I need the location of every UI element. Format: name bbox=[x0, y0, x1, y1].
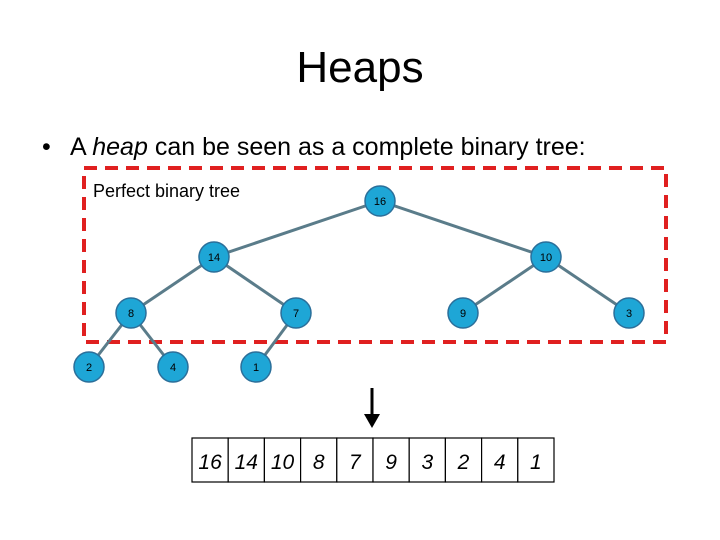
bullet-dot: • bbox=[42, 133, 51, 161]
bullet-prefix: A bbox=[70, 133, 93, 161]
array-cell-value: 10 bbox=[271, 451, 295, 474]
array-cell: 8 bbox=[300, 437, 338, 483]
tree-node: 1 bbox=[240, 351, 272, 383]
array-cell: 1 bbox=[517, 437, 555, 483]
perfect-tree-label: Perfect binary tree bbox=[93, 181, 241, 201]
bullet-suffix: can be seen as a complete binary tree: bbox=[147, 133, 586, 161]
array-cell: 10 bbox=[263, 437, 302, 483]
tree-node: 10 bbox=[530, 241, 562, 273]
node-circle bbox=[613, 297, 645, 329]
node-circle bbox=[198, 241, 230, 273]
node-circle bbox=[73, 351, 105, 383]
array-cell-value: 2 bbox=[457, 451, 470, 474]
array-cell-value: 14 bbox=[235, 451, 258, 474]
array-cell-box bbox=[372, 437, 410, 483]
node-circle bbox=[157, 351, 189, 383]
down-arrow-icon bbox=[364, 414, 380, 428]
array-cell-value: 9 bbox=[385, 451, 397, 474]
array-cell: 4 bbox=[481, 437, 519, 483]
tree-edge bbox=[545, 255, 630, 315]
array-cell-value: 1 bbox=[530, 451, 542, 474]
tree-node: 9 bbox=[447, 297, 479, 329]
tree-node: 14 bbox=[198, 241, 230, 273]
node-label: 3 bbox=[626, 308, 632, 320]
tree-edge bbox=[130, 255, 215, 315]
array-cell-value: 7 bbox=[349, 451, 362, 474]
tree-edge bbox=[213, 255, 297, 315]
tree-node: 7 bbox=[280, 297, 312, 329]
array-cell-box bbox=[300, 437, 338, 483]
node-label: 16 bbox=[374, 196, 386, 208]
array-cell: 2 bbox=[444, 437, 483, 483]
tree-node: 4 bbox=[157, 351, 189, 383]
tree-node: 16 bbox=[364, 185, 396, 217]
node-circle bbox=[240, 351, 272, 383]
node-label: 4 bbox=[170, 362, 176, 374]
node-label: 10 bbox=[540, 252, 552, 264]
node-label: 9 bbox=[460, 308, 466, 320]
array-cell-value: 8 bbox=[313, 451, 325, 474]
node-circle bbox=[447, 297, 479, 329]
array-cell-box bbox=[517, 437, 555, 483]
node-label: 1 bbox=[253, 362, 259, 374]
node-label: 2 bbox=[86, 362, 92, 374]
array-cell: 9 bbox=[372, 437, 410, 483]
tree-node: 2 bbox=[73, 351, 105, 383]
tree-edge bbox=[213, 199, 381, 259]
array-cell: 3 bbox=[408, 437, 447, 483]
node-circle bbox=[364, 185, 396, 217]
array-cell-value: 4 bbox=[494, 451, 506, 474]
node-label: 7 bbox=[293, 308, 299, 320]
array-cell-value: 3 bbox=[421, 451, 433, 474]
array-cell-box bbox=[263, 437, 302, 483]
node-circle bbox=[530, 241, 562, 273]
tree-node: 8 bbox=[115, 297, 147, 329]
tree-edge bbox=[379, 199, 547, 259]
bullet-emphasis: heap bbox=[92, 133, 148, 161]
node-label: 14 bbox=[208, 252, 220, 264]
bullet-text: • A heap can be seen as a complete binary… bbox=[42, 130, 586, 164]
array-cell-box bbox=[444, 437, 483, 483]
node-label: 8 bbox=[128, 308, 134, 320]
array-cell-box bbox=[408, 437, 447, 483]
node-circle bbox=[115, 297, 147, 329]
array-cell-box bbox=[336, 437, 374, 483]
tree-edge bbox=[462, 255, 547, 315]
array-cell-box bbox=[227, 437, 265, 483]
array-cell: 7 bbox=[336, 437, 374, 483]
slide-title: Heaps bbox=[296, 43, 424, 92]
tree-node: 3 bbox=[613, 297, 645, 329]
node-circle bbox=[280, 297, 312, 329]
array-cell: 14 bbox=[227, 437, 265, 483]
array-cell-box bbox=[191, 437, 229, 483]
array-cell-value: 16 bbox=[198, 451, 222, 474]
array-cell: 16 bbox=[191, 437, 229, 483]
